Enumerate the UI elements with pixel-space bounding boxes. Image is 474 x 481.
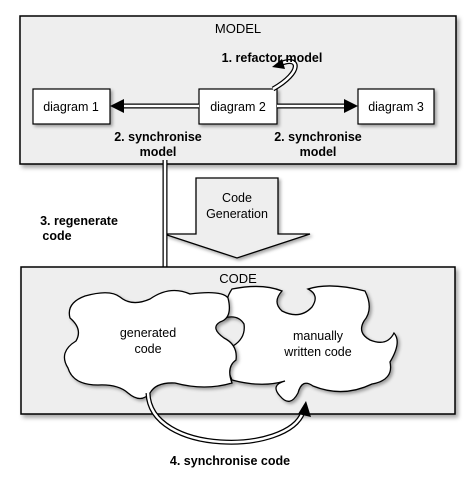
sync-right-label-line-1: 2. synchronise	[274, 130, 362, 144]
refactor-loop-arrow	[271, 59, 298, 92]
regenerate-label-line-2: code	[42, 229, 71, 243]
sync-code-arrow	[145, 392, 311, 445]
sync-right-label-line-2: model	[300, 145, 337, 159]
regenerate-label-line-1: 3. regenerate	[40, 214, 118, 228]
generated-code-puzzle-piece	[63, 289, 237, 400]
sync-left-label-line-1: 2. synchronise	[114, 130, 202, 144]
diagram-3-box	[357, 88, 435, 125]
code-generation-arrow	[163, 177, 311, 259]
sync-arrow-left	[110, 99, 199, 113]
manual-code-label-line-1: manually	[293, 329, 344, 343]
generated-code-label-line-2: code	[134, 342, 161, 356]
model-panel-title: MODEL	[215, 21, 261, 36]
manual-code-label-line-2: written code	[283, 345, 351, 359]
sync-left-label-line-2: model	[140, 145, 177, 159]
generated-code-label-line-1: generated	[120, 326, 176, 340]
diagram-2-label: diagram 2	[210, 100, 266, 114]
sync-arrow-right	[277, 99, 358, 113]
code-generation-label-line-2: Generation	[206, 207, 268, 221]
diagram-2-box	[198, 88, 278, 125]
diagram-1-label: diagram 1	[43, 100, 99, 114]
refactor-model-label: 1. refactor model	[222, 51, 323, 65]
code-panel-title: CODE	[219, 271, 257, 286]
diagram-1-box	[32, 88, 111, 125]
code-generation-label-line-1: Code	[222, 191, 252, 205]
sync-code-label: 4. synchronise code	[170, 454, 290, 468]
diagram-3-label: diagram 3	[368, 100, 424, 114]
